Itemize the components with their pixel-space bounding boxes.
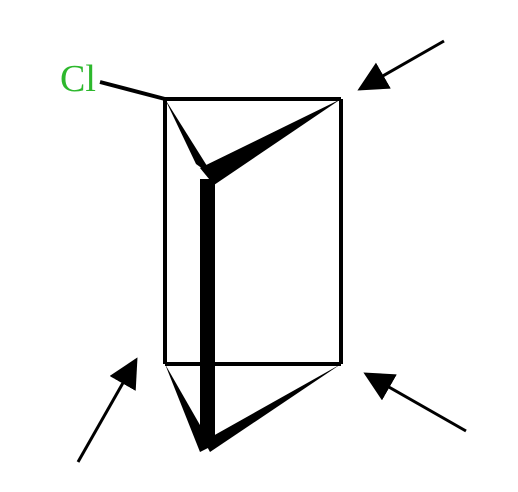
- cl-label: Cl: [60, 58, 96, 100]
- bond-cl: [99, 80, 166, 101]
- wedge-bond-top-left: [165, 99, 214, 177]
- wedge-bond-top-right: [200, 99, 341, 185]
- arrow-bottom-right: [363, 372, 467, 433]
- arrow-bottom-left: [76, 357, 138, 463]
- arrow-top-right: [357, 39, 445, 91]
- vertical-bold-bond: [200, 179, 215, 447]
- wedge-bond-bottom-right: [204, 364, 341, 452]
